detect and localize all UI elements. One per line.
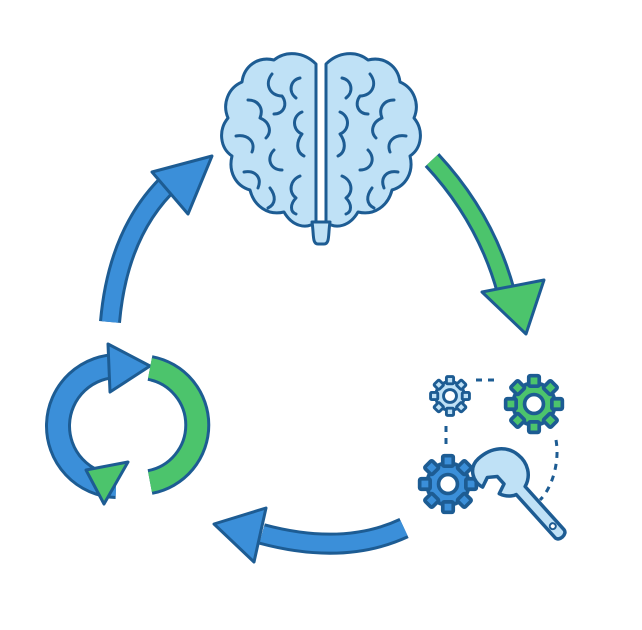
green-gear-icon [503,373,565,435]
wrench-icon [470,447,567,541]
arrow-gears-to-refresh [212,506,409,564]
brain-icon [220,52,422,246]
small-gear-icon [429,375,471,417]
arrow-brain-to-gears [424,153,546,336]
refresh-cycle-icon [45,342,211,506]
blue-gear-icon [417,453,479,515]
gears-and-wrench-icon [417,373,567,541]
arrow-refresh-to-brain [99,154,214,324]
